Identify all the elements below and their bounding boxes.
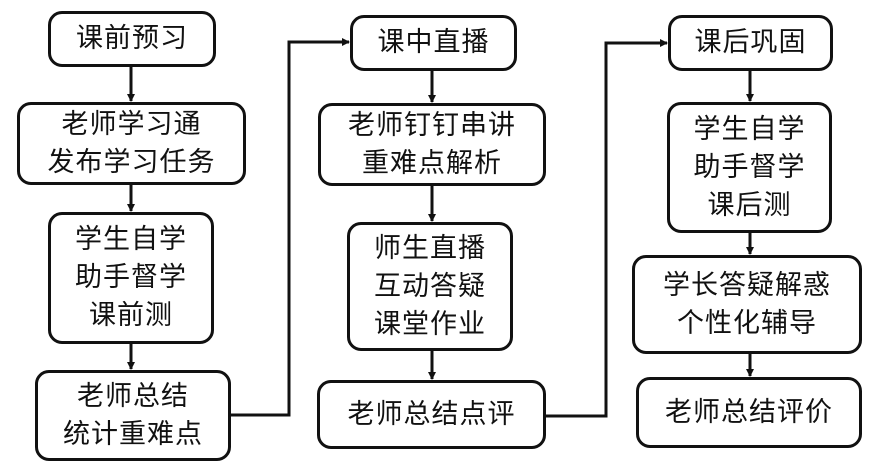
node-teacher-dingtalk-lecture: 老师钉钉串讲 重难点解析	[318, 103, 546, 186]
node-pre-class-preview: 课前预习	[48, 11, 216, 67]
node-student-pretest: 学生自学 助手督学 课前测	[48, 212, 214, 344]
edge-in-4-to-post-1	[546, 39, 668, 418]
node-label: 学生自学 助手督学 课后测	[693, 113, 806, 221]
node-in-class-live: 课中直播	[350, 15, 517, 71]
node-student-posttest: 学生自学 助手督学 课后测	[667, 102, 832, 233]
edge-pre-4-to-in-1	[231, 38, 350, 417]
node-label: 课中直播	[377, 27, 490, 58]
node-live-interaction: 师生直播 互动答疑 课堂作业	[347, 222, 513, 351]
node-senior-tutoring: 学长答疑解惑 个性化辅导	[632, 255, 862, 354]
node-post-class-consolidate: 课后巩固	[668, 15, 833, 71]
node-teacher-review: 老师总结点评	[317, 380, 546, 449]
node-label: 老师总结点评	[347, 398, 516, 430]
node-label: 老师钉钉串讲 重难点解析	[348, 109, 516, 179]
node-label: 课后巩固	[694, 27, 807, 58]
node-label: 老师学习通 发布学习任务	[47, 108, 216, 178]
node-teacher-publish-task: 老师学习通 发布学习任务	[17, 102, 246, 185]
node-teacher-evaluation: 老师总结评价	[636, 377, 862, 448]
node-label: 老师总结评价	[665, 396, 833, 428]
node-label: 老师总结 统计重难点	[63, 380, 203, 450]
node-label: 学生自学 助手督学 课前测	[75, 224, 187, 331]
node-label: 学长答疑解惑 个性化辅导	[663, 269, 831, 339]
node-label: 师生直播 互动答疑 课堂作业	[374, 232, 486, 340]
node-teacher-summary-difficulties: 老师总结 统计重难点	[35, 370, 231, 461]
node-label: 课前预习	[76, 23, 188, 54]
